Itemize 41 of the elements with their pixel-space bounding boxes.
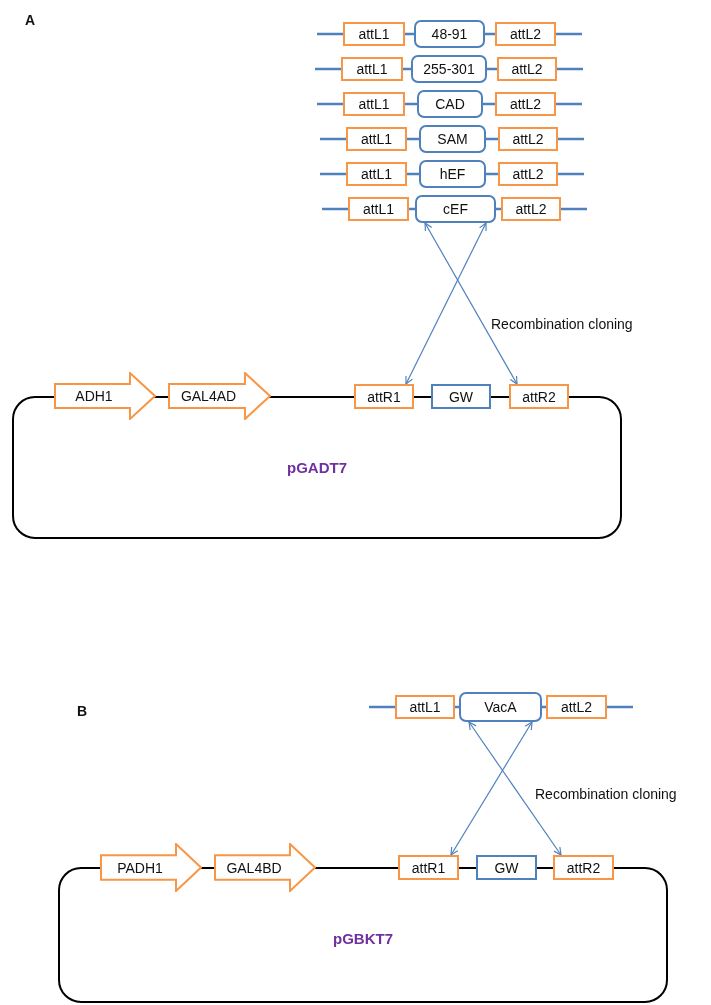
plasmid-name: pGBKT7 bbox=[333, 930, 393, 947]
gene-block: PADH1 bbox=[100, 843, 202, 892]
att-site-box: attL2 bbox=[498, 127, 558, 151]
att-site-box: attR2 bbox=[553, 855, 614, 880]
gateway-cassette-box: GW bbox=[476, 855, 537, 880]
insert-box: CAD bbox=[417, 90, 483, 118]
att-site-box: attL2 bbox=[497, 57, 557, 81]
panel-letter: A bbox=[25, 12, 36, 28]
insert-box: SAM bbox=[419, 125, 486, 153]
att-site-box: attL1 bbox=[343, 92, 405, 116]
insert-box: cEF bbox=[415, 195, 496, 223]
recombination-arrow bbox=[450, 721, 533, 856]
att-site-box: attR1 bbox=[354, 384, 414, 409]
annotation-text: Recombination cloning bbox=[535, 786, 677, 802]
insert-box: VacA bbox=[459, 692, 542, 722]
insert-box: 255-301 bbox=[411, 55, 487, 83]
att-site-box: attL1 bbox=[343, 22, 405, 46]
gene-block: GAL4AD bbox=[168, 372, 271, 420]
att-site-box: attL2 bbox=[495, 22, 556, 46]
att-site-box: attL1 bbox=[346, 162, 407, 186]
att-site-box: attR2 bbox=[509, 384, 569, 409]
insert-box: hEF bbox=[419, 160, 486, 188]
att-site-box: attL1 bbox=[341, 57, 403, 81]
att-site-box: attL2 bbox=[501, 197, 561, 221]
att-site-box: attL1 bbox=[346, 127, 407, 151]
att-site-box: attL1 bbox=[348, 197, 409, 221]
plasmid-name: pGADT7 bbox=[287, 459, 347, 476]
gateway-cassette-box: GW bbox=[431, 384, 491, 409]
gene-block: GAL4BD bbox=[214, 843, 316, 892]
att-site-box: attR1 bbox=[398, 855, 459, 880]
recombination-arrow bbox=[468, 721, 562, 856]
recombination-arrow bbox=[405, 222, 487, 385]
att-site-box: attL2 bbox=[498, 162, 558, 186]
att-site-box: attL2 bbox=[495, 92, 556, 116]
gene-block: ADH1 bbox=[54, 372, 156, 420]
att-site-box: attL2 bbox=[546, 695, 607, 719]
att-site-box: attL1 bbox=[395, 695, 455, 719]
annotation-text: Recombination cloning bbox=[491, 316, 633, 332]
recombination-arrow bbox=[424, 222, 518, 385]
panel-letter: B bbox=[77, 703, 88, 719]
insert-box: 48-91 bbox=[414, 20, 485, 48]
